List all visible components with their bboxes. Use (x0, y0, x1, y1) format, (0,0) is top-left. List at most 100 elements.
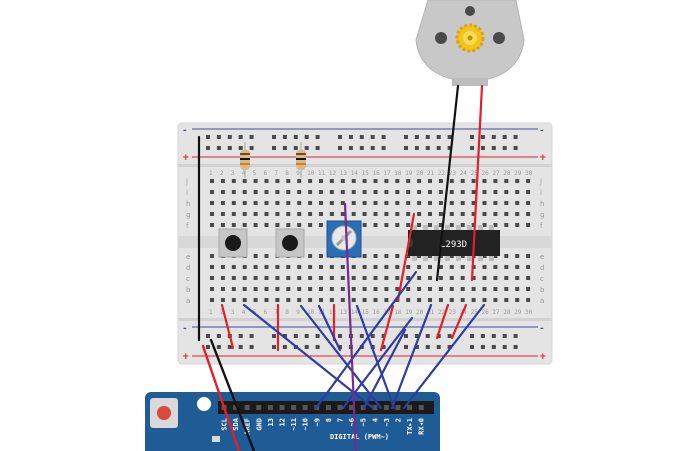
hole (493, 212, 498, 216)
column-number-bottom: 22 (438, 309, 446, 316)
hole (482, 265, 487, 269)
hole (362, 201, 367, 205)
hole (308, 212, 313, 216)
hole (231, 276, 236, 280)
hole (449, 212, 454, 216)
rail-hole (404, 345, 408, 349)
header-pin-label: 7 (337, 418, 345, 422)
chip-pin (467, 255, 472, 261)
hole (319, 276, 323, 280)
hole (395, 201, 400, 205)
column-number-bottom: 25 (471, 309, 479, 316)
hole (471, 298, 476, 302)
hole (449, 190, 454, 194)
hole (264, 190, 269, 194)
rail-hole (206, 146, 210, 150)
hole (275, 265, 280, 269)
rail-minus-label-br: - (540, 324, 544, 334)
rail-hole (436, 146, 441, 150)
hole (231, 265, 236, 269)
column-number-top: 16 (373, 170, 381, 177)
rail-hole (480, 135, 485, 139)
hole (286, 190, 291, 194)
hole (493, 179, 498, 183)
hole (471, 287, 476, 291)
rail-hole (404, 334, 408, 338)
rail-hole (238, 146, 243, 150)
hole (428, 190, 432, 194)
hole (210, 287, 214, 291)
rail-hole (470, 146, 474, 150)
hole (340, 265, 345, 269)
hole (297, 265, 302, 269)
hole (449, 276, 454, 280)
hole (362, 223, 367, 227)
hole (362, 254, 367, 258)
rail-hole (338, 135, 342, 139)
hole (406, 287, 411, 291)
hole (384, 254, 389, 258)
hole (329, 201, 334, 205)
hole (417, 265, 422, 269)
hole (373, 179, 378, 183)
column-number-bottom: 4 (242, 309, 246, 316)
pushbutton-2[interactable] (275, 228, 305, 258)
hole (384, 298, 389, 302)
wire-blue-5 (314, 270, 418, 410)
potentiometer[interactable] (326, 220, 362, 258)
wire-blue-1 (242, 303, 375, 410)
hole (242, 190, 247, 194)
row-letter-left: b (186, 286, 191, 294)
hole (471, 190, 476, 194)
column-number-top: 1 (209, 170, 213, 177)
hole (340, 179, 345, 183)
hole (395, 287, 400, 291)
hole (329, 298, 334, 302)
hole (460, 265, 465, 269)
header-pin (325, 405, 331, 410)
column-number-bottom: 10 (307, 309, 315, 316)
hole (373, 287, 378, 291)
pushbutton-1[interactable] (218, 228, 248, 258)
column-number-bottom: 21 (427, 309, 435, 316)
hole (493, 276, 498, 280)
rail-hole (414, 334, 419, 338)
hole (504, 298, 509, 302)
wire-purple-pot (343, 202, 358, 451)
hole (242, 223, 247, 227)
hole (526, 254, 531, 258)
hole (231, 179, 236, 183)
hole (286, 223, 291, 227)
rail-hole (315, 146, 320, 150)
hole (449, 201, 454, 205)
rail-hole (272, 135, 276, 139)
hole (286, 298, 291, 302)
rail-hole (304, 135, 309, 139)
hole (406, 223, 411, 227)
hole (308, 254, 313, 258)
row-letter-left: f (186, 222, 189, 230)
hole (482, 179, 487, 183)
hole (460, 298, 465, 302)
column-number-top: 11 (318, 170, 326, 177)
rail-hole (414, 135, 419, 139)
hole (351, 201, 356, 205)
hole (515, 212, 520, 216)
rail-hole (238, 135, 243, 139)
hole (373, 298, 378, 302)
rail-hole (293, 334, 298, 338)
hole (210, 190, 214, 194)
row-letter-right: e (540, 253, 544, 261)
hole (286, 287, 291, 291)
header-pin (383, 405, 389, 410)
hole (319, 212, 323, 216)
rail-hole (513, 345, 518, 349)
hole (471, 212, 476, 216)
header-pin (291, 405, 297, 410)
hole (526, 223, 531, 227)
hole (275, 298, 280, 302)
header-pin (418, 405, 424, 410)
header-pin-label: ~11 (290, 418, 298, 431)
